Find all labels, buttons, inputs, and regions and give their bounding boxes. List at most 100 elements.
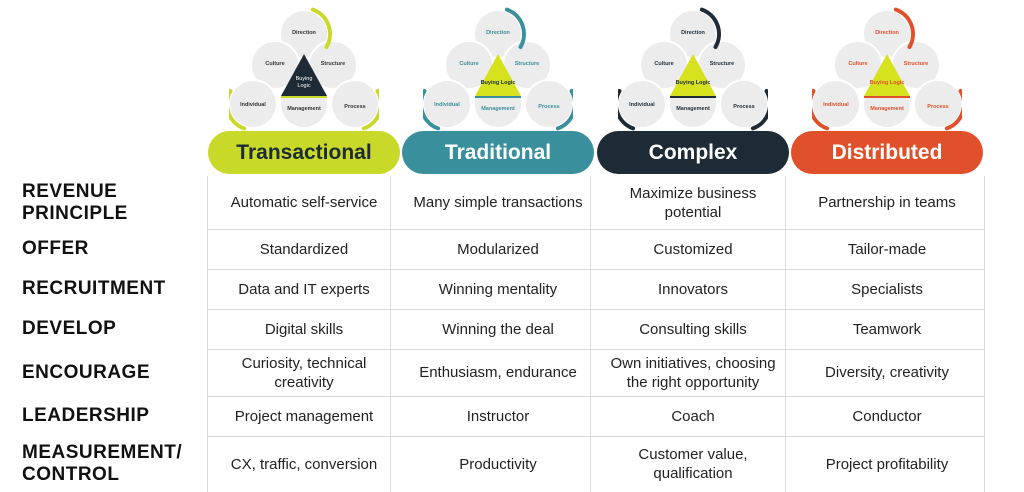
process-label: Process: [733, 104, 754, 110]
center-label: Buying Logic: [676, 80, 711, 86]
structure-label: Structure: [515, 61, 539, 67]
structure-label: Structure: [710, 61, 734, 67]
table-cell: Teamwork: [852, 320, 922, 338]
process-circle: [330, 79, 379, 129]
table-cell: Maximize business potential: [629, 184, 757, 221]
individual-circle: [229, 79, 278, 129]
table-cell: Many simple transactions: [413, 194, 583, 211]
center-label: Buying Logic: [870, 80, 905, 86]
individual-label: Individual: [240, 102, 266, 108]
table-cell: Enthusiasm, endurance: [419, 364, 577, 381]
table-cell: Modularized: [457, 240, 539, 258]
column-header-transactional: Transactional: [208, 131, 400, 174]
table-cell: Winning mentality: [438, 280, 558, 298]
column-header-distributed: Distributed: [791, 131, 983, 174]
management-label: Management: [676, 106, 710, 112]
row-divider: [207, 269, 984, 270]
row-label: MEASUREMENT/ CONTROL: [22, 442, 183, 485]
table-cell: Innovators: [657, 280, 729, 298]
table-cell: Conductor: [852, 407, 922, 425]
row-label: RECRUITMENT: [22, 278, 166, 299]
direction-accent-arc: [699, 7, 721, 49]
process-circle: [913, 79, 962, 129]
table-cell: Productivity: [459, 455, 537, 473]
table-cell: Tailor-made: [847, 240, 927, 258]
process-accent-arc: [944, 89, 962, 131]
management-label: Management: [287, 106, 321, 112]
table-cell: Curiosity, technical creativity: [241, 354, 367, 391]
culture-label: Culture: [654, 61, 673, 67]
direction-label: Direction: [486, 30, 510, 36]
individual-label: Individual: [823, 102, 849, 108]
row-divider: [207, 349, 984, 350]
individual-accent-arc: [229, 89, 247, 131]
row-label: DEVELOP: [22, 318, 117, 339]
buying-logic-triangle: [281, 54, 327, 96]
individual-circle: [423, 79, 472, 129]
table-cell: Consulting skills: [639, 320, 747, 338]
structure-label: Structure: [321, 61, 345, 67]
row-divider: [207, 396, 984, 397]
process-accent-arc: [361, 89, 379, 131]
direction-accent-arc: [504, 7, 526, 49]
individual-label: Individual: [629, 102, 655, 108]
culture-label: Culture: [459, 61, 478, 67]
row-label: OFFER: [22, 238, 89, 259]
table-cell: Specialists: [851, 280, 923, 298]
management-label: Management: [481, 106, 515, 112]
culture-label: Culture: [265, 61, 284, 67]
column-divider: [207, 176, 208, 492]
individual-accent-arc: [618, 89, 636, 131]
table-cell: Instructor: [466, 407, 530, 425]
process-label: Process: [344, 104, 365, 110]
table-cell: Digital skills: [264, 320, 344, 338]
process-label: Process: [927, 104, 948, 110]
column-header-traditional: Traditional: [402, 131, 594, 174]
management-label: Management: [870, 106, 904, 112]
individual-label: Individual: [434, 102, 460, 108]
process-accent-arc: [555, 89, 573, 131]
table-cell: Data and IT experts: [238, 280, 370, 298]
table-cell: CX, traffic, conversion: [230, 455, 378, 473]
column-header-complex: Complex: [597, 131, 789, 174]
table-cell: Project profitability: [825, 455, 949, 473]
table-cell: Own initiatives, choosing the right oppo…: [610, 354, 776, 391]
table-cell: Diversity, creativity: [825, 364, 949, 381]
row-divider: [207, 309, 984, 310]
table-cell: Project management: [234, 407, 374, 425]
individual-accent-arc: [812, 89, 830, 131]
process-circle: [719, 79, 768, 129]
table-cell: Customized: [653, 240, 733, 258]
individual-accent-arc: [423, 89, 441, 131]
buying-logic-triangle: [864, 54, 910, 96]
buying-logic-triangle: [670, 54, 716, 96]
process-accent-arc: [750, 89, 768, 131]
structure-label: Structure: [904, 61, 928, 67]
individual-circle: [812, 79, 861, 129]
process-circle: [524, 79, 573, 129]
row-divider: [207, 229, 984, 230]
direction-accent-arc: [310, 7, 332, 49]
center-label-line1: Buying: [296, 76, 313, 82]
individual-circle: [618, 79, 667, 129]
center-label: Buying Logic: [481, 80, 516, 86]
column-divider: [984, 176, 985, 492]
row-label: REVENUE PRINCIPLE: [22, 180, 128, 224]
table-cell: Customer value, qualification: [638, 446, 748, 482]
culture-label: Culture: [848, 61, 867, 67]
row-label: ENCOURAGE: [22, 361, 151, 383]
buying-logic-triangle: [475, 54, 521, 96]
column-divider: [785, 176, 786, 492]
table-cell: Automatic self-service: [230, 194, 378, 211]
table-cell: Partnership in teams: [818, 194, 956, 211]
column-divider: [390, 176, 391, 492]
direction-label: Direction: [681, 30, 705, 36]
